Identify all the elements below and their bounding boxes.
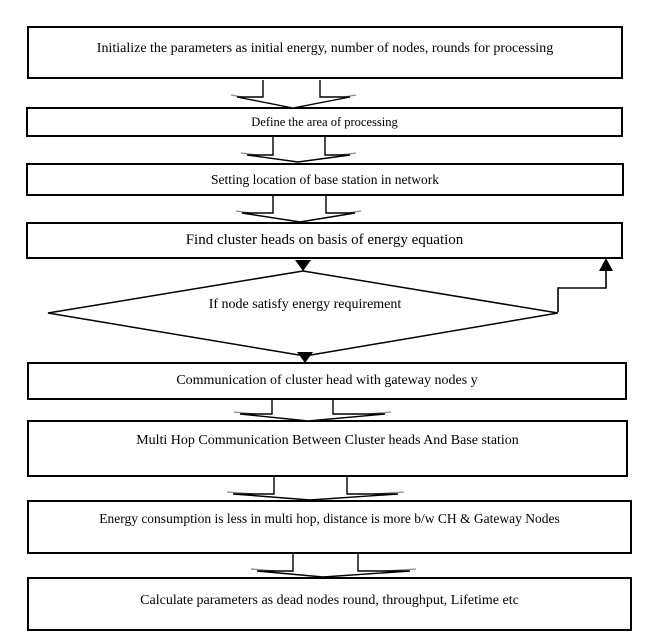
flow-box-calculate-label: Calculate parameters as dead nodes round… <box>140 593 519 608</box>
flow-box-multi-hop-label: Multi Hop Communication Between Cluster … <box>136 433 519 448</box>
feedback-arrow <box>557 258 613 312</box>
flow-box-base-station: Setting location of base station in netw… <box>26 163 624 196</box>
flow-box-communication-label: Communication of cluster head with gatew… <box>176 372 478 388</box>
flow-box-define-area-label: Define the area of processing <box>251 114 398 129</box>
down-block-arrow-1 <box>230 80 357 109</box>
down-block-arrow-3 <box>235 196 362 223</box>
flow-box-energy-consumption-label: Energy consumption is less in multi hop,… <box>99 511 560 526</box>
flow-box-multi-hop: Multi Hop Communication Between Cluster … <box>27 420 628 477</box>
flow-box-energy-consumption: Energy consumption is less in multi hop,… <box>27 500 632 554</box>
decision-energy-check-label: If node satisfy energy requirement <box>208 297 402 312</box>
flow-box-communication: Communication of cluster head with gatew… <box>27 362 627 400</box>
arrowhead-to-decision <box>295 260 311 271</box>
flow-box-cluster-heads-label: Find cluster heads on basis of energy eq… <box>185 231 464 248</box>
down-block-arrow-4 <box>233 400 392 422</box>
decision-diamond-shape <box>47 270 559 357</box>
flow-box-define-area: Define the area of processing <box>26 107 623 137</box>
flow-box-initialize: Initialize the parameters as initial ene… <box>27 26 623 79</box>
flow-box-calculate: Calculate parameters as dead nodes round… <box>27 577 632 631</box>
flow-box-cluster-heads: Find cluster heads on basis of energy eq… <box>26 222 623 259</box>
flow-box-base-station-label: Setting location of base station in netw… <box>211 171 439 187</box>
down-block-arrow-6 <box>250 554 417 578</box>
down-block-arrow-2 <box>240 137 357 163</box>
flow-box-initialize-label: Initialize the parameters as initial ene… <box>96 41 554 56</box>
down-block-arrow-5 <box>226 477 405 501</box>
